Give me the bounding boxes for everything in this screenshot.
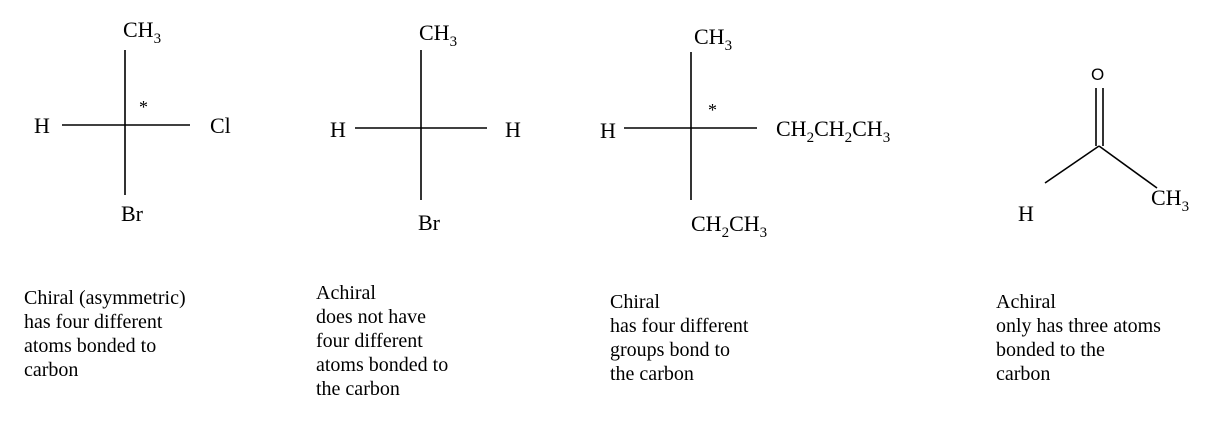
caption-title: Achiral [316, 282, 376, 304]
bottom-group: CH2CH3 [691, 211, 767, 241]
top-group: CH3 [419, 20, 457, 50]
caption-line: bonded to the [996, 339, 1105, 361]
oxygen-atom: O [1091, 65, 1104, 84]
left-atom: H [600, 118, 616, 143]
stereocenter-star: * [139, 97, 148, 117]
caption-line: four different [316, 330, 423, 352]
caption-line: has four different [610, 315, 749, 337]
molecule-3: CH3 H CH2CH2CH3 CH2CH3 * [600, 24, 890, 241]
bottom-atom: Br [121, 201, 144, 226]
molecule-2: CH3 H H Br [330, 20, 521, 235]
left-atom: H [330, 117, 346, 142]
caption-line: atoms bonded to [24, 335, 157, 357]
molecule-4: O H CH3 [1018, 65, 1189, 226]
caption-line: carbon [24, 359, 79, 381]
caption-line: does not have [316, 306, 426, 328]
caption-title: Chiral [610, 291, 660, 313]
molecule-1: CH3 H Cl Br * [34, 17, 231, 226]
caption-line: the carbon [610, 363, 694, 385]
caption-2: Achiral does not have four different ato… [316, 281, 448, 401]
caption-title: Chiral (asymmetric) [24, 287, 186, 309]
caption-line: the carbon [316, 378, 400, 400]
right-atom: Cl [210, 113, 231, 138]
right-atom: H [505, 117, 521, 142]
caption-3: Chiral has four different groups bond to… [610, 290, 748, 386]
caption-line: carbon [996, 363, 1051, 385]
caption-line: atoms bonded to [316, 354, 449, 376]
right-group: CH3 [1151, 185, 1189, 215]
bottom-atom: Br [418, 210, 441, 235]
caption-line: only has three atoms [996, 315, 1161, 337]
top-group: CH3 [694, 24, 732, 54]
left-atom: H [34, 113, 50, 138]
stereocenter-star: * [708, 100, 717, 120]
caption-line: groups bond to [610, 339, 730, 361]
caption-title: Achiral [996, 291, 1056, 313]
bond-right [1098, 145, 1158, 189]
right-group: CH2CH2CH3 [776, 116, 890, 146]
caption-1: Chiral (asymmetric) has four different a… [24, 286, 186, 382]
caption-4: Achiral only has three atoms bonded to t… [996, 290, 1161, 386]
left-atom: H [1018, 201, 1034, 226]
caption-line: has four different [24, 311, 163, 333]
top-group: CH3 [123, 17, 161, 47]
bond-left [1044, 145, 1100, 184]
